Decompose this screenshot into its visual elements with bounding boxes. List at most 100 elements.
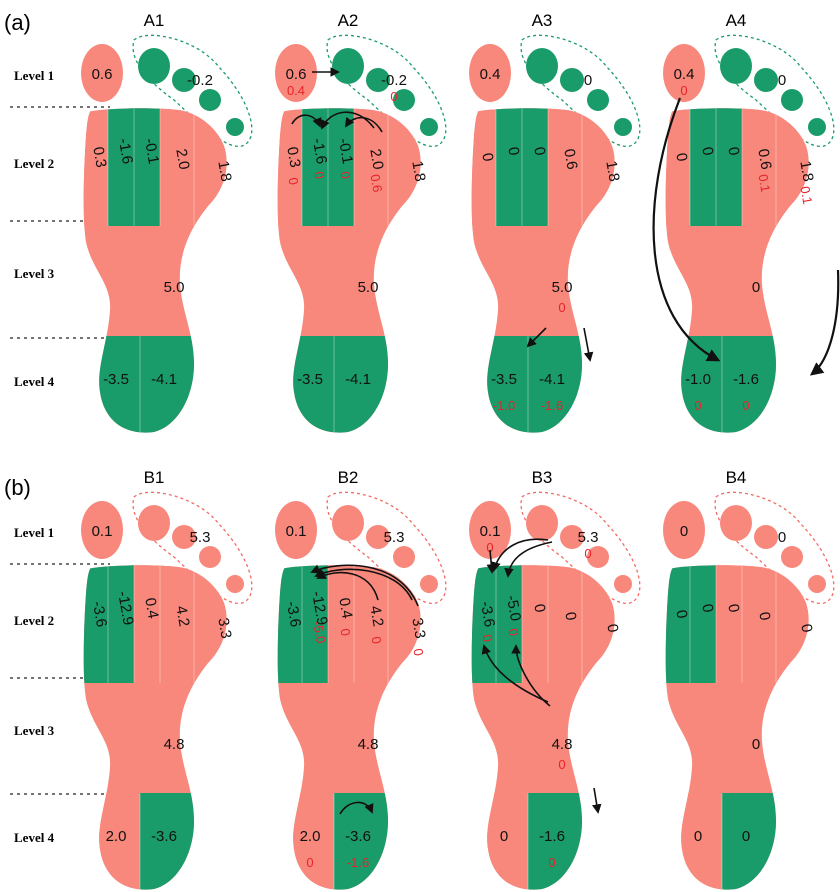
- big-toe-value: 0.6: [92, 66, 113, 83]
- level2-segment: [328, 106, 354, 226]
- small-toe: [808, 575, 826, 593]
- level2-segment: [548, 563, 582, 683]
- level3-value: 5.0: [164, 279, 185, 296]
- small-toe: [614, 575, 632, 593]
- big-toe-value: 0.4: [674, 66, 695, 83]
- toes-value: 0: [584, 72, 592, 89]
- level2-segment: [328, 563, 354, 683]
- level2-segment: [134, 563, 160, 683]
- toes-value: 0: [778, 72, 786, 89]
- foot-body: -3.6-12.9-5.00.404.203.304.82.00-3.6-1.6: [266, 553, 446, 892]
- foot-a2: A20.60.4-0.200.30-1.60-0.102.00.61.85.0-…: [266, 11, 446, 456]
- level4-segment: [722, 793, 832, 892]
- level2-segment: [496, 563, 522, 683]
- toes-value: 5.3: [578, 529, 599, 546]
- foot-b2: B20.15.3-3.6-12.9-5.00.404.203.304.82.00…: [266, 468, 446, 892]
- small-toe: [526, 505, 558, 541]
- level4-after: -1.6: [541, 398, 563, 413]
- foot-title: A3: [532, 11, 553, 30]
- small-toe: [332, 48, 364, 84]
- level2-value: 1.8: [408, 159, 428, 182]
- level3-value: 4.8: [552, 736, 573, 753]
- foot-b1: B10.15.3-3.6-12.90.44.23.34.82.0-3.6: [72, 468, 252, 892]
- level-label: Level 1: [14, 525, 54, 540]
- level4-segment: [654, 336, 722, 456]
- toes-after: 0: [584, 546, 591, 561]
- small-toe: [720, 505, 752, 541]
- level2-value: 0.3: [283, 145, 303, 168]
- big-toe-value: 0: [680, 523, 688, 540]
- level2-after: 0.1: [797, 185, 815, 205]
- foot-body: 00000000: [654, 553, 834, 892]
- level2-value: 1.8: [602, 159, 622, 182]
- big-toe-after: 0.4: [287, 83, 305, 98]
- foot-a3: A30.400000.61.85.00-3.5-1.0-4.1-1.6: [460, 11, 640, 456]
- level4-value: -3.5: [491, 371, 517, 388]
- level-label: Level 2: [14, 613, 54, 628]
- level2-value: 3.3: [408, 616, 428, 639]
- big-toe-value: 0.1: [286, 523, 307, 540]
- level4-segment: [528, 336, 638, 456]
- level2-segment: [664, 106, 690, 226]
- level4-value: -4.1: [151, 371, 177, 388]
- toes-value: 0: [778, 529, 786, 546]
- level-label: Level 1: [14, 68, 54, 83]
- transfer-arrow: [584, 328, 590, 360]
- small-toe: [393, 546, 415, 568]
- level4-segment: [140, 336, 250, 456]
- level-label: Level 3: [14, 266, 55, 281]
- level4-value: -4.1: [539, 371, 565, 388]
- feet-layer: A10.6-0.20.3-1.6-0.12.01.85.0-3.5-4.1A20…: [72, 11, 834, 892]
- level2-value: 0.4: [335, 596, 355, 619]
- level2-value: 0.6: [560, 147, 580, 170]
- level4-value: -1.6: [733, 371, 759, 388]
- level2-value: 4.2: [172, 604, 192, 627]
- level-label: Level 4: [14, 830, 55, 845]
- level4-value: 2.0: [106, 828, 127, 845]
- small-toe: [226, 575, 244, 593]
- foot-title: B3: [532, 468, 553, 487]
- level4-segment: [334, 336, 444, 456]
- small-toe: [560, 68, 584, 92]
- level3-after: 0: [558, 757, 565, 772]
- small-toe: [754, 68, 778, 92]
- toes-value: -0.2: [187, 72, 213, 89]
- level2-segment: [742, 563, 776, 683]
- level2-value: 2.0: [366, 147, 386, 170]
- small-toe: [199, 89, 221, 111]
- transfer-arrow: [594, 788, 598, 812]
- transfer-arrow: [812, 270, 838, 374]
- foot-a4: A40.4000000.60.11.80.10-1.00-1.60: [654, 11, 834, 456]
- level4-value: -1.0: [685, 371, 711, 388]
- level2-value: 0.3: [89, 145, 109, 168]
- level2-value: 2.0: [172, 147, 192, 170]
- level3-value: 4.8: [358, 736, 379, 753]
- level2-value: 0: [603, 623, 621, 634]
- level3-value: 5.0: [358, 279, 379, 296]
- level4-value: -3.6: [345, 828, 371, 845]
- level3-value: 4.8: [164, 736, 185, 753]
- level2-segment: [496, 106, 522, 226]
- level2-after: 0.1: [755, 173, 773, 193]
- foot-title: A4: [726, 11, 747, 30]
- small-toe: [138, 48, 170, 84]
- small-toe: [754, 525, 778, 549]
- big-toe-value: 0.6: [286, 66, 307, 83]
- level2-value: 0: [797, 623, 815, 634]
- small-toe: [781, 89, 803, 111]
- big-toe-after: 0: [680, 83, 687, 98]
- toes-after: 0: [390, 89, 397, 104]
- level2-segment: [522, 563, 548, 683]
- level2-segment: [716, 563, 742, 683]
- level4-segment: [72, 336, 140, 456]
- level2-value: 0.4: [141, 596, 161, 619]
- panel-label-b: (b): [4, 475, 31, 500]
- small-toe: [781, 546, 803, 568]
- big-toe-value: 0.1: [480, 523, 501, 540]
- level4-value: -1.6: [539, 828, 565, 845]
- level4-segment: [460, 793, 528, 892]
- level4-value: -4.1: [345, 371, 371, 388]
